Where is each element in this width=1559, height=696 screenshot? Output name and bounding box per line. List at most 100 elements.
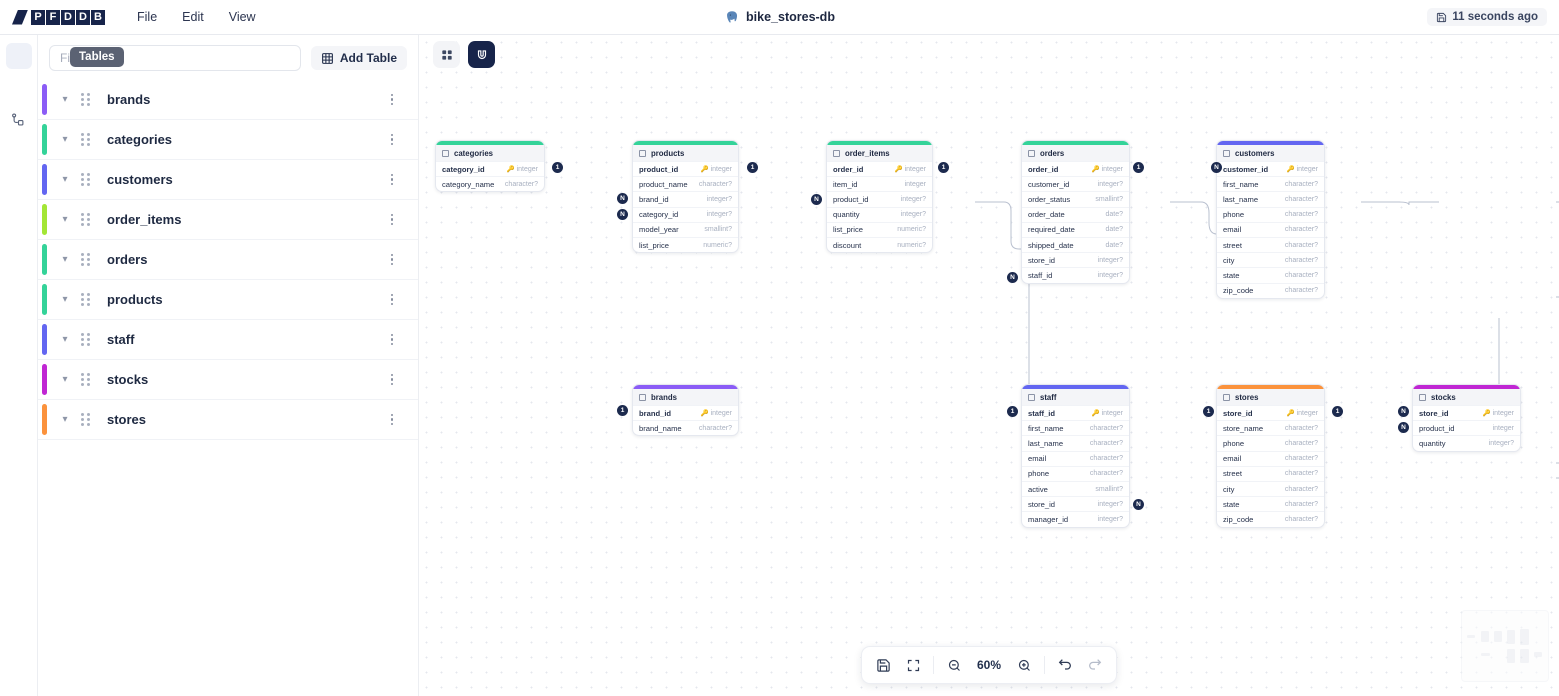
table-options-menu-icon[interactable] (386, 332, 398, 348)
node-column-row[interactable]: customer_id🔑integer (1217, 161, 1324, 176)
drag-handle-icon[interactable] (77, 293, 93, 307)
table-options-menu-icon[interactable] (386, 172, 398, 188)
menu-item-file[interactable]: File (137, 10, 158, 24)
chevron-down-icon[interactable]: ▾ (62, 294, 68, 305)
save-button[interactable] (869, 652, 897, 678)
fit-view-button[interactable] (899, 652, 927, 678)
menu-item-edit[interactable]: Edit (182, 10, 204, 24)
chevron-down-icon[interactable]: ▾ (62, 334, 68, 345)
snap-magnet-button[interactable] (468, 41, 495, 68)
node-column-row[interactable]: product_id🔑integer (633, 161, 738, 176)
node-header[interactable]: customers (1217, 145, 1324, 161)
table-list-item[interactable]: ▾orders (38, 240, 418, 280)
node-header[interactable]: categories (436, 145, 544, 161)
zoom-out-button[interactable] (940, 652, 968, 678)
drag-handle-icon[interactable] (77, 173, 93, 187)
chevron-down-icon[interactable]: ▾ (62, 414, 68, 425)
node-header[interactable]: order_items (827, 145, 932, 161)
drag-handle-icon[interactable] (77, 93, 93, 107)
undo-button[interactable] (1051, 652, 1079, 678)
node-header[interactable]: products (633, 145, 738, 161)
redo-button[interactable] (1081, 652, 1109, 678)
menu-item-view[interactable]: View (228, 10, 256, 24)
table-options-menu-icon[interactable] (386, 292, 398, 308)
add-table-button[interactable]: Add Table (310, 46, 407, 70)
node-column-row[interactable]: store_id🔑integer (1217, 405, 1324, 420)
minimap[interactable] (1461, 610, 1549, 682)
table-list[interactable]: ▾brands▾categories▾customers▾order_items… (38, 80, 418, 696)
node-column-row[interactable]: store_id🔑integer (1413, 405, 1520, 420)
node-header[interactable]: staff (1022, 389, 1129, 405)
table-list-item[interactable]: ▾order_items (38, 200, 418, 240)
chevron-down-icon[interactable]: ▾ (62, 174, 68, 185)
table-list-item[interactable]: ▾stocks (38, 360, 418, 400)
node-column-row[interactable]: order_id🔑integer (827, 161, 932, 176)
zoom-in-button[interactable] (1010, 652, 1038, 678)
table-options-menu-icon[interactable] (386, 372, 398, 388)
table-options-menu-icon[interactable] (386, 252, 398, 268)
table-list-item[interactable]: ▾products (38, 280, 418, 320)
drag-handle-icon[interactable] (77, 413, 93, 427)
drag-handle-icon[interactable] (77, 373, 93, 387)
save-status-badge[interactable]: 11 seconds ago (1427, 8, 1547, 26)
chevron-down-icon[interactable]: ▾ (62, 134, 68, 145)
rail-item-tables[interactable] (5, 43, 32, 69)
chevron-down-icon[interactable]: ▾ (62, 94, 68, 105)
table-list-item[interactable]: ▾customers (38, 160, 418, 200)
table-list-item[interactable]: ▾staff (38, 320, 418, 360)
node-column-row[interactable]: brand_id🔑integer (633, 405, 738, 420)
drag-handle-icon[interactable] (77, 333, 93, 347)
node-column-row[interactable]: staff_id🔑integer (1022, 405, 1129, 420)
chevron-down-icon[interactable]: ▾ (62, 374, 68, 385)
table-options-menu-icon[interactable] (386, 92, 398, 108)
rail-item-subject-areas[interactable] (6, 107, 32, 133)
table-options-menu-icon[interactable] (386, 412, 398, 428)
chevron-down-icon[interactable]: ▾ (62, 214, 68, 225)
node-column-row[interactable]: order_id🔑integer (1022, 161, 1129, 176)
node-header[interactable]: stocks (1413, 389, 1520, 405)
node-column-row[interactable]: category_id🔑integer (436, 161, 544, 176)
node-header[interactable]: brands (633, 389, 738, 405)
node-header[interactable]: orders (1022, 145, 1129, 161)
